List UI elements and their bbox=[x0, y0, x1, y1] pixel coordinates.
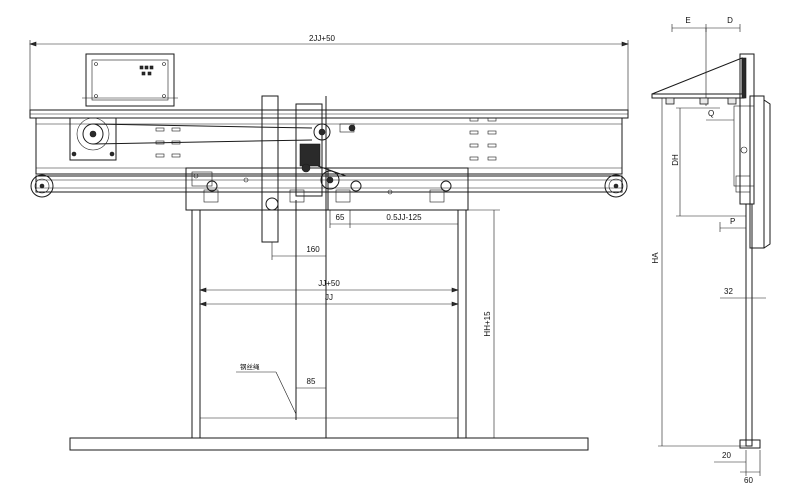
side-view: E D Q bbox=[651, 16, 771, 485]
end-roller-right bbox=[604, 174, 628, 198]
dim-p-label: P bbox=[730, 217, 735, 226]
door-lock-mechanism bbox=[261, 95, 356, 243]
end-roller-left bbox=[30, 174, 54, 198]
dim-overall-width: 2JJ+50 bbox=[29, 34, 629, 112]
drive-belt bbox=[92, 123, 313, 129]
dim-clear-width-plus-label: JJ+50 bbox=[318, 279, 340, 288]
dim-160: 160 bbox=[271, 242, 326, 260]
motor-pulley bbox=[69, 117, 117, 161]
dim-overall-width-label: 2JJ+50 bbox=[309, 34, 336, 43]
dim-dh: DH bbox=[671, 107, 746, 217]
front-view: 2JJ+50 bbox=[29, 34, 629, 451]
dim-q-label: Q bbox=[708, 109, 714, 118]
frame-slots-left bbox=[155, 127, 181, 158]
dim-160-label: 160 bbox=[306, 245, 320, 254]
dim-q: Q bbox=[706, 109, 734, 121]
dim-half-opening: 0.5JJ-125 bbox=[350, 210, 459, 228]
dim-e-label: E bbox=[685, 16, 690, 25]
guide-rail bbox=[35, 175, 623, 193]
dim-dh-label: DH bbox=[671, 154, 680, 166]
dim-ha: HA bbox=[651, 98, 746, 447]
mount-bracket bbox=[651, 57, 743, 95]
wire-rope-callout: 钢丝绳 bbox=[236, 362, 297, 415]
dim-height: HH+15 bbox=[466, 209, 500, 439]
dim-32-label: 32 bbox=[724, 287, 733, 296]
side-operator bbox=[733, 53, 771, 249]
frame-slots-right bbox=[469, 117, 497, 161]
dim-p: P bbox=[719, 217, 746, 232]
dim-20-label: 20 bbox=[722, 451, 731, 460]
dim-85: 85 bbox=[296, 377, 326, 389]
door-sill bbox=[69, 437, 589, 451]
dim-65: 65 bbox=[329, 210, 351, 228]
dim-clear-width-label: JJ bbox=[325, 293, 333, 302]
dim-clear-width-plus: JJ+50 bbox=[199, 279, 459, 293]
wire-rope-label: 钢丝绳 bbox=[240, 362, 260, 371]
dim-20-60: 20 60 bbox=[714, 450, 761, 485]
operator-frame bbox=[35, 117, 623, 175]
dim-half-opening-label: 0.5JJ-125 bbox=[386, 213, 422, 222]
dim-85-label: 85 bbox=[307, 377, 316, 386]
dim-ha-label: HA bbox=[651, 252, 660, 264]
dim-d-label: D bbox=[727, 16, 733, 25]
dim-e-d: E D bbox=[671, 16, 741, 106]
dim-height-label: HH+15 bbox=[483, 311, 492, 337]
dim-32: 32 bbox=[720, 287, 766, 299]
control-box bbox=[82, 53, 178, 107]
dim-60-label: 60 bbox=[744, 476, 753, 485]
side-door-leaf bbox=[745, 203, 753, 447]
side-sill bbox=[739, 439, 761, 449]
dim-65-label: 65 bbox=[336, 213, 345, 222]
dim-clear-width: JJ bbox=[199, 293, 459, 307]
